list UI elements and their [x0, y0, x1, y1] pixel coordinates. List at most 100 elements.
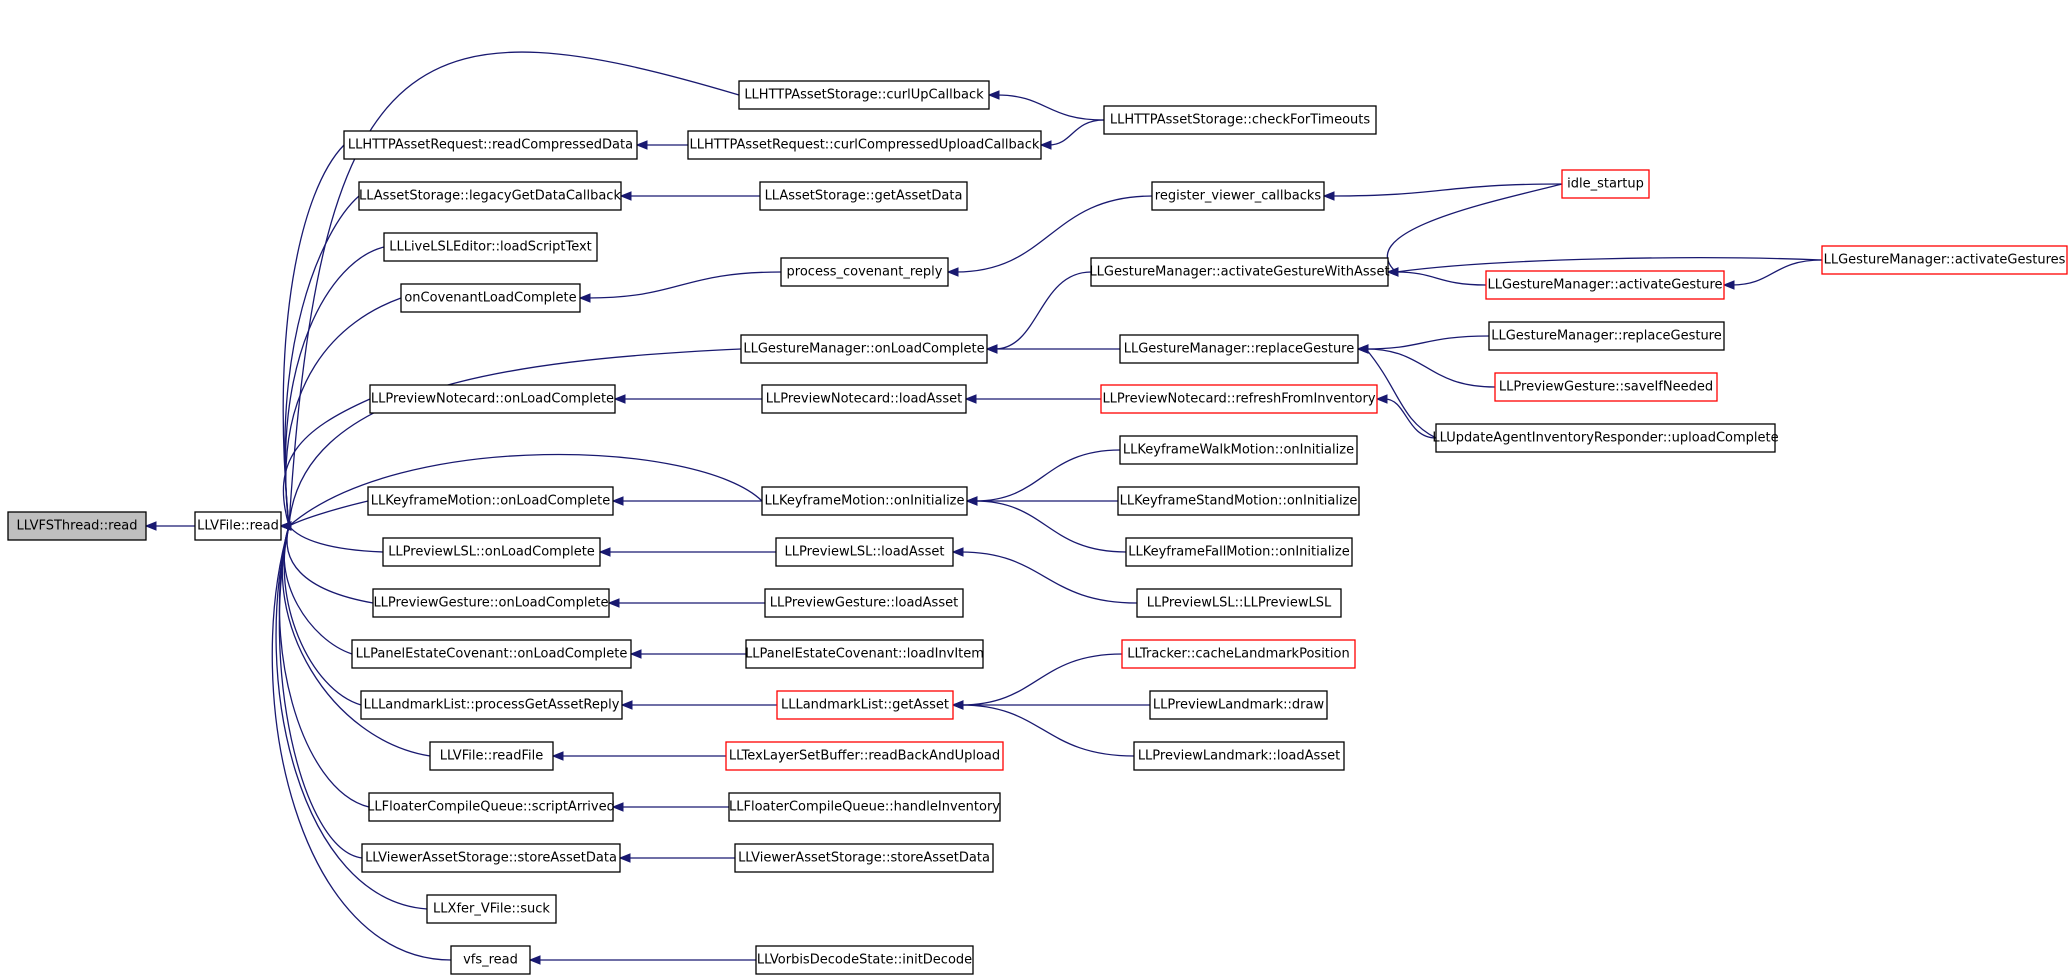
graph-node[interactable]: LLKeyframeStandMotion::onInitialize — [1117, 486, 1360, 516]
arrowhead-n26-to-n25 — [611, 496, 624, 506]
edge-n12-to-n15 — [1731, 259, 1823, 286]
graph-node[interactable]: LLKeyframeFallMotion::onInitialize — [1125, 537, 1353, 567]
node-box — [361, 843, 621, 873]
graph-node[interactable]: LLFloaterCompileQueue::handleInventory — [728, 792, 1001, 822]
graph-node[interactable]: LLAssetStorage::getAssetData — [759, 181, 968, 211]
graph-node[interactable]: LLTexLayerSetBuffer::readBackAndUpload — [725, 741, 1004, 771]
node-box — [1151, 181, 1325, 211]
node-box — [369, 384, 616, 414]
graph-node[interactable]: LLPreviewLSL::LLPreviewLSL — [1136, 588, 1342, 618]
node-label: LLAssetStorage::getAssetData — [765, 189, 963, 204]
node-label: LLViewerAssetStorage::storeAssetData — [738, 851, 990, 866]
graph-node[interactable]: LLHTTPAssetStorage::checkForTimeouts — [1103, 105, 1377, 135]
node-box — [368, 792, 614, 822]
graph-node[interactable]: LLKeyframeWalkMotion::onInitialize — [1119, 435, 1358, 465]
edge-n31-to-n1 — [286, 525, 374, 604]
node-label: LLPreviewLSL::LLPreviewLSL — [1147, 596, 1332, 611]
node-box — [780, 257, 949, 287]
graph-node[interactable]: LLXfer_VFile::suck — [426, 894, 557, 924]
graph-node[interactable]: LLUpdateAgentInventoryResponder::uploadC… — [1432, 423, 1779, 453]
graph-node[interactable]: LLTracker::cacheLandmarkPosition — [1121, 639, 1356, 669]
node-label: LLKeyframeMotion::onLoadComplete — [371, 494, 610, 509]
node-label: LLLandmarkList::processGetAssetReply — [364, 698, 620, 713]
graph-node[interactable]: LLGestureManager::onLoadComplete — [740, 334, 988, 364]
graph-node[interactable]: LLGestureManager::replaceGesture — [1119, 334, 1359, 364]
arrowhead-n49-to-n48 — [528, 955, 541, 965]
graph-node[interactable]: LLViewerAssetStorage::storeAssetData — [361, 843, 621, 873]
graph-node[interactable]: LLPreviewNotecard::onLoadComplete — [369, 384, 616, 414]
node-box — [740, 334, 988, 364]
graph-node[interactable]: LLGestureManager::replaceGesture — [1488, 321, 1725, 351]
node-box — [734, 843, 994, 873]
graph-node[interactable]: LLVorbisDecodeState::initDecode — [755, 945, 974, 975]
arrowhead-n3-to-n2 — [987, 90, 1000, 100]
edge-n26-to-n1 — [288, 453, 763, 527]
edge-n47-to-n1 — [275, 525, 428, 910]
graph-node[interactable]: process_covenant_reply — [780, 257, 949, 287]
graph-node[interactable]: LLKeyframeMotion::onInitialize — [761, 486, 968, 516]
graph-node[interactable]: LLPreviewGesture::onLoadComplete — [372, 588, 610, 618]
graph-node[interactable]: LLFloaterCompileQueue::scriptArrived — [367, 792, 615, 822]
graph-node[interactable]: LLHTTPAssetStorage::curlUpCallback — [738, 80, 990, 110]
edge-n20-to-n1 — [282, 398, 371, 527]
node-box — [728, 792, 1001, 822]
node-label: LLVFSThread::read — [17, 519, 138, 534]
graph-node[interactable]: vfs_read — [450, 945, 531, 975]
graph-node[interactable]: idle_startup — [1561, 169, 1650, 199]
node-box — [343, 130, 638, 160]
node-box — [1485, 270, 1725, 300]
graph-node[interactable]: LLVFile::readFile — [429, 741, 554, 771]
node-box — [382, 537, 601, 567]
node-label: LLHTTPAssetStorage::curlUpCallback — [744, 88, 984, 103]
edge-n15-to-n11 — [1395, 271, 1487, 286]
graph-node[interactable]: LLLandmarkList::processGetAssetReply — [360, 690, 623, 720]
node-label: LLPreviewNotecard::loadAsset — [766, 392, 962, 407]
edge-n3-to-n5 — [1048, 119, 1105, 146]
node-box — [7, 511, 147, 541]
node-label: LLVFile::read — [197, 519, 279, 534]
node-label: LLAssetStorage::legacyGetDataCallback — [359, 189, 621, 204]
graph-node[interactable]: onCovenantLoadComplete — [400, 283, 581, 313]
node-label: idle_startup — [1567, 177, 1644, 192]
graph-node[interactable]: LLGestureManager::activateGestures — [1821, 245, 2068, 275]
graph-node[interactable]: register_viewer_callbacks — [1151, 181, 1325, 211]
graph-node[interactable]: LLVFSThread::read — [7, 511, 147, 541]
node-label: LLPreviewNotecard::refreshFromInventory — [1102, 392, 1375, 407]
arrowhead-n32-to-n31 — [607, 598, 620, 608]
node-box — [764, 588, 964, 618]
node-label: register_viewer_callbacks — [1155, 189, 1322, 204]
node-box — [360, 690, 623, 720]
graph-node[interactable]: LLLiveLSLEditor::loadScriptText — [383, 232, 598, 262]
graph-node[interactable]: LLPreviewLSL::loadAsset — [775, 537, 954, 567]
graph-node[interactable]: LLPreviewGesture::saveIfNeeded — [1494, 372, 1718, 402]
graph-node[interactable]: LLViewerAssetStorage::storeAssetData — [734, 843, 994, 873]
node-box — [725, 741, 1004, 771]
graph-node[interactable]: LLPreviewLandmark::draw — [1149, 690, 1328, 720]
arrowhead-n8-to-n14 — [946, 267, 959, 277]
graph-node[interactable]: LLPreviewGesture::loadAsset — [764, 588, 964, 618]
graph-node[interactable]: LLPanelEstateCovenant::onLoadComplete — [351, 639, 632, 669]
graph-node[interactable]: LLKeyframeMotion::onLoadComplete — [367, 486, 614, 516]
graph-node[interactable]: LLGestureManager::activateGestureWithAss… — [1089, 257, 1390, 287]
graph-node[interactable]: LLVFile::read — [194, 511, 282, 541]
graph-node[interactable]: LLPreviewLandmark::loadAsset — [1133, 741, 1345, 771]
arrowhead-n1-to-n0 — [144, 521, 157, 531]
graph-node[interactable]: LLPreviewNotecard::loadAsset — [761, 384, 967, 414]
node-box — [429, 741, 554, 771]
arrowhead-n17-to-n16 — [985, 344, 998, 354]
node-box — [761, 384, 967, 414]
graph-node[interactable]: LLLandmarkList::getAsset — [776, 690, 954, 720]
node-box — [759, 181, 968, 211]
node-box — [1488, 321, 1725, 351]
node-label: LLGestureManager::replaceGesture — [1491, 329, 1722, 344]
graph-node[interactable]: LLHTTPAssetRequest::curlCompressedUpload… — [687, 130, 1042, 160]
graph-node[interactable]: LLPreviewLSL::onLoadComplete — [382, 537, 601, 567]
graph-node[interactable]: LLGestureManager::activateGesture — [1485, 270, 1725, 300]
node-label: LLGestureManager::activateGesture — [1487, 278, 1722, 293]
edge-n6-to-n1 — [284, 195, 360, 527]
graph-node[interactable]: LLHTTPAssetRequest::readCompressedData — [343, 130, 638, 160]
graph-node[interactable]: LLAssetStorage::legacyGetDataCallback — [358, 181, 622, 211]
node-label: LLFloaterCompileQueue::scriptArrived — [367, 800, 615, 815]
graph-node[interactable]: LLPanelEstateCovenant::loadInvItem — [745, 639, 984, 669]
graph-node[interactable]: LLPreviewNotecard::refreshFromInventory — [1100, 384, 1378, 414]
